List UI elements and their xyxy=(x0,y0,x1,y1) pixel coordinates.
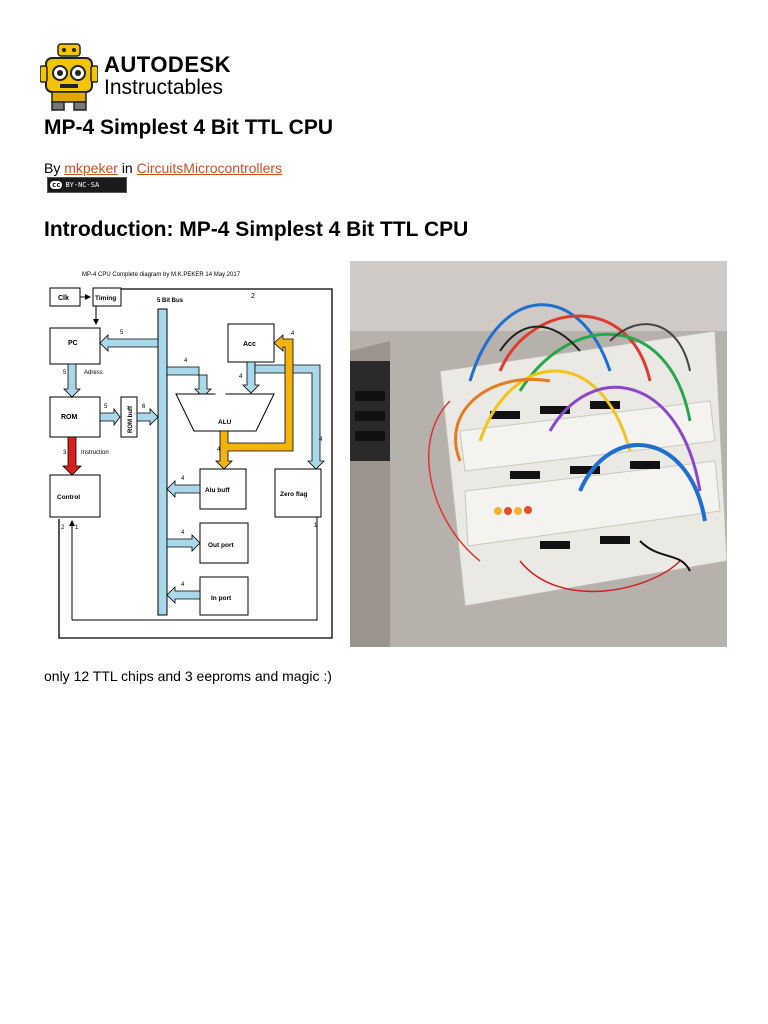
block-in-port: In port xyxy=(211,595,232,602)
n1-ctrl: 1 xyxy=(75,525,79,531)
cpu-diagram: MP-4 CPU Complete diagram by M.K.PEKER 1… xyxy=(44,261,337,646)
page-title: MP-4 Simplest 4 Bit TTL CPU xyxy=(44,116,333,139)
author-link[interactable]: mkpeker xyxy=(64,160,118,176)
brand-instructables: Instructables xyxy=(104,76,224,99)
block-rom-buff: ROM buff xyxy=(128,405,134,433)
block-alu-buff: Alu buff xyxy=(205,487,230,494)
block-rom: ROM xyxy=(61,414,78,421)
n4-alubuff-in: 4 xyxy=(217,447,221,453)
n3: 3 xyxy=(63,450,67,456)
diagram-title: MP-4 CPU Complete diagram by M.K.PEKER 1… xyxy=(82,272,241,278)
block-zero-flag: Zero flag xyxy=(280,491,307,498)
bus-label: 5 Bit Bus xyxy=(157,298,184,304)
label-instruction: Instruction xyxy=(81,450,109,456)
robot-icon xyxy=(40,43,98,111)
license-badge[interactable]: cc BY-NC-SA xyxy=(47,177,127,193)
block-control: Control xyxy=(57,494,80,501)
category-link[interactable]: CircuitsMicrocontrollers xyxy=(136,160,283,176)
n4-zero: 4 xyxy=(319,437,323,443)
intro-title: Introduction: MP-4 Simplest 4 Bit TTL CP… xyxy=(44,218,469,241)
n5-rom: 5 xyxy=(104,404,108,410)
n4-alu-in: 4 xyxy=(184,358,188,364)
license-text: BY-NC-SA xyxy=(65,181,100,189)
brand-autodesk: AUTODESK xyxy=(104,52,232,77)
block-timing: Timing xyxy=(95,295,116,302)
block-acc: Acc xyxy=(243,341,256,348)
block-clk: Clk xyxy=(58,295,69,302)
byline: By mkpeker in CircuitsMicrocontrollers xyxy=(44,160,282,176)
caption: only 12 TTL chips and 3 eeproms and magi… xyxy=(44,668,332,684)
n2-ctrl: 2 xyxy=(61,525,65,531)
in-label: in xyxy=(121,160,133,176)
n4-alubuff: 4 xyxy=(181,476,185,482)
n4-acc-in: 4 xyxy=(291,331,295,337)
n1-zero: 1 xyxy=(314,523,318,529)
data-bus xyxy=(157,308,168,616)
n2-top: 2 xyxy=(251,293,255,300)
block-out-port: Out port xyxy=(208,542,234,549)
n4-acc-out: 4 xyxy=(239,374,243,380)
n4-in: 4 xyxy=(181,582,185,588)
label-adress: Adress xyxy=(84,370,103,376)
n5-pc: 5 xyxy=(120,330,124,336)
by-label: By xyxy=(44,160,61,176)
block-pc: PC xyxy=(68,340,78,347)
instructables-logo[interactable]: AUTODESK Instructables xyxy=(40,42,240,112)
n6: 6 xyxy=(142,404,146,410)
n5-adress: 5 xyxy=(63,370,67,376)
breadboard-photo[interactable] xyxy=(350,261,727,647)
cc-icon: cc xyxy=(50,181,63,189)
block-alu: ALU xyxy=(218,419,232,426)
n4-out: 4 xyxy=(181,530,185,536)
